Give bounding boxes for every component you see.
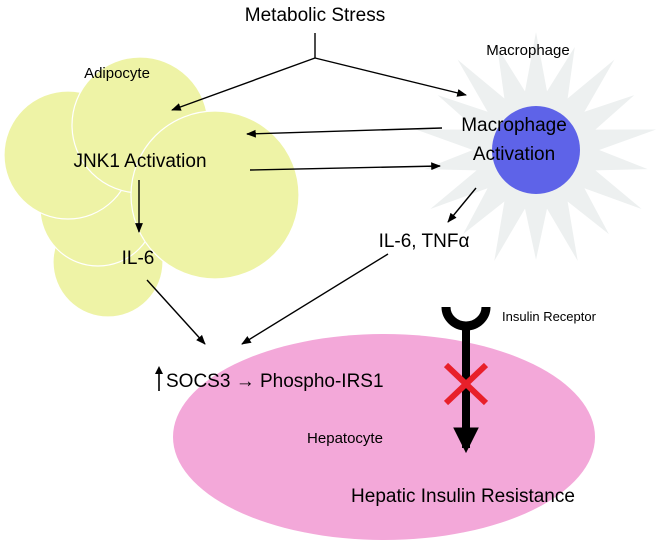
- socs3-phospho-irs1-label: SOCS3 → Phospho-IRS1: [166, 371, 384, 392]
- il6-label: IL-6: [122, 248, 155, 269]
- arrow-stress-to-macrophage: [314, 57, 467, 97]
- macrophage-activation-line1: Macrophage: [461, 115, 567, 136]
- macrophage-cell: [415, 32, 657, 261]
- jnk1-activation-label: JNK1 Activation: [73, 151, 206, 172]
- hepatocyte-label: Hepatocyte: [307, 430, 383, 447]
- block-x-icon: [443, 362, 489, 406]
- macrophage-nucleus: [492, 106, 580, 194]
- arrow-cytokines-to-socs3: [241, 253, 389, 345]
- up-arrow-icon: [155, 366, 163, 391]
- insulin-receptor-label: Insulin Receptor: [502, 309, 597, 324]
- macrophage-activation-line2: Activation: [473, 144, 555, 165]
- hepatocyte-cell: [173, 334, 595, 540]
- macrophage-label: Macrophage: [486, 42, 569, 59]
- hepatic-insulin-resistance-label: Hepatic Insulin Resistance: [351, 486, 575, 507]
- arrow-macrophage-to-jnk: [246, 127, 443, 138]
- arrow-stress-to-adipocyte: [171, 57, 316, 111]
- adipocyte-cell: [3, 56, 300, 318]
- adipocyte-label: Adipocyte: [84, 65, 150, 82]
- arrow-il6-to-socs3: [146, 279, 206, 345]
- arrow-macrophage-to-cytokines: [447, 187, 477, 223]
- arrow-jnk-to-macrophage: [249, 162, 441, 171]
- cytokines-label: IL-6, TNFα: [379, 231, 470, 252]
- title-metabolic-stress: Metabolic Stress: [245, 5, 385, 26]
